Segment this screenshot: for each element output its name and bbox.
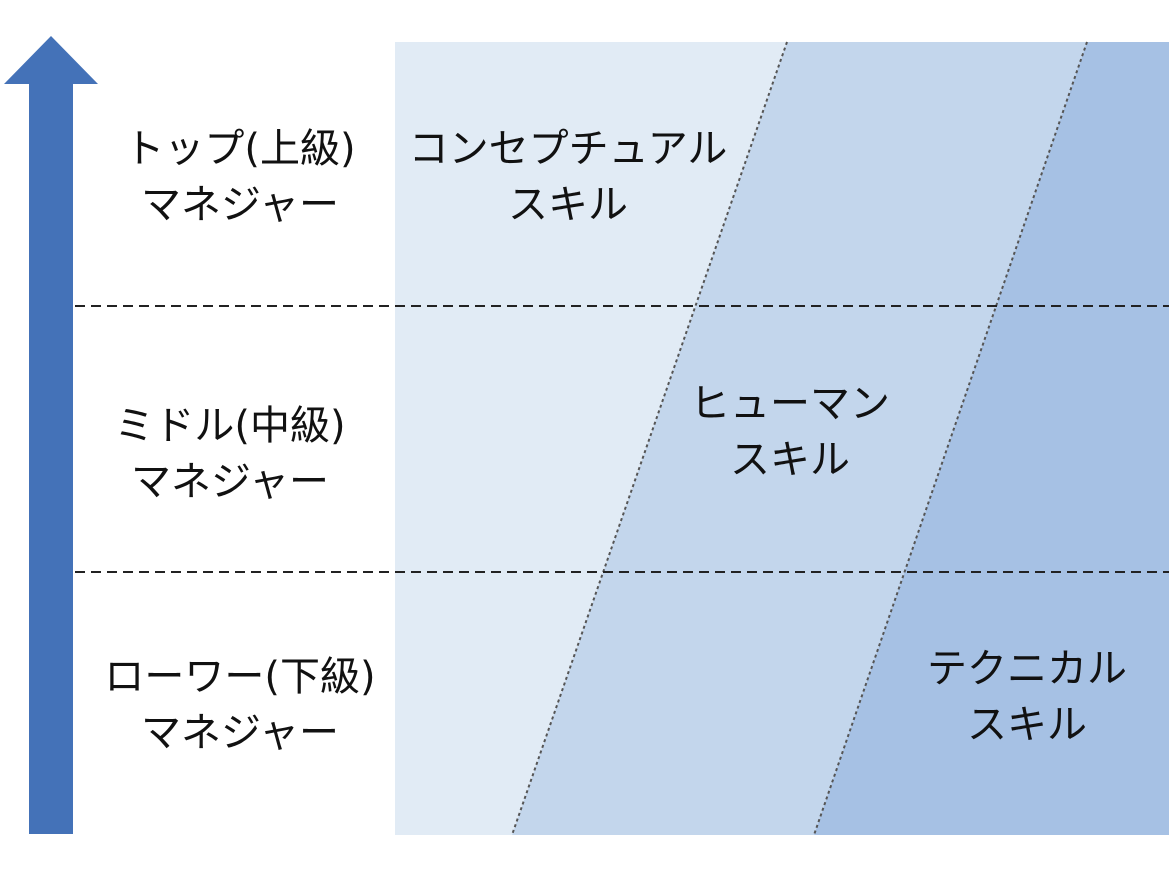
conceptual-skill-label-line2: スキル [508,182,628,228]
skill-boundary-line [813,41,1088,836]
lower-manager-label: ローワー(下級) マネジャー [85,649,395,761]
human-skill-label-line2: スキル [730,437,850,483]
conceptual-skill-label-line1: コンセプチュアル [408,126,728,172]
top-manager-label-line1: トップ(上級) [124,126,356,172]
lower-manager-label-line2: マネジャー [141,710,339,756]
human-skill-region [512,42,1087,835]
technical-skill-label-line2: スキル [967,702,1087,748]
arrow-shaft [29,82,73,834]
technical-skill-label-line1: テクニカル [927,646,1127,692]
top-manager-label: トップ(上級) マネジャー [85,121,395,233]
human-skill-label-line1: ヒューマン [690,381,890,427]
middle-manager-label: ミドル(中級) マネジャー [75,398,385,510]
conceptual-skill-region [395,42,787,835]
technical-skill-region [814,42,1169,835]
skill-boundary-line [511,41,788,836]
human-skill-label: ヒューマン スキル [640,376,940,488]
lower-manager-label-line1: ローワー(下級) [104,654,376,700]
conceptual-skill-label: コンセプチュアル スキル [398,121,738,233]
technical-skill-label: テクニカル スキル [885,641,1169,753]
middle-manager-label-line2: マネジャー [131,459,329,505]
arrow-up-icon [4,36,98,84]
middle-manager-label-line1: ミドル(中級) [114,403,346,449]
top-manager-label-line2: マネジャー [141,182,339,228]
